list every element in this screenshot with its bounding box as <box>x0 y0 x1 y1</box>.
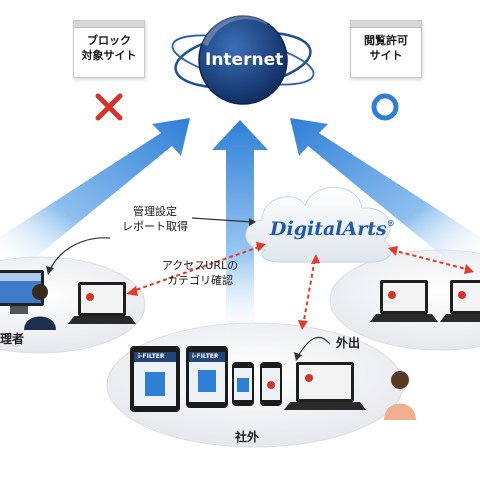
registered-mark: ® <box>386 218 395 228</box>
block-site-line2: 対象サイト <box>81 49 137 62</box>
admin-laptop <box>68 282 136 324</box>
admin-note-line2: レポート取得 <box>122 220 188 233</box>
access-note: アクセスURLの カテゴリ確認 <box>152 258 248 288</box>
allow-site-box: 閲覧許可 サイト <box>350 20 422 78</box>
office-laptop-2 <box>440 280 480 322</box>
tablet-1 <box>130 346 180 412</box>
internet-label[interactable]: Internet <box>205 50 284 70</box>
access-note-line1: アクセスURLの <box>161 259 239 272</box>
digitalarts-logo[interactable]: DigitalArts® <box>270 218 395 240</box>
phone-2 <box>260 362 282 406</box>
device-label-1: i-FILTER <box>138 353 165 360</box>
internet-globe <box>171 13 315 105</box>
allow-site-line2: サイト <box>369 49 403 62</box>
admin-note-line1: 管理設定 <box>133 205 177 218</box>
left-arrow <box>0 118 190 262</box>
remote-label: 外出 <box>336 336 361 350</box>
access-note-line2: カテゴリ確認 <box>167 274 233 287</box>
digitalarts-logo-text: DigitalArts <box>270 218 387 240</box>
annotation-arrows <box>49 217 331 357</box>
phone-1 <box>232 362 254 406</box>
digitalarts-cloud <box>245 186 392 263</box>
office-laptop-1 <box>370 280 438 322</box>
red-arrowheads <box>126 242 474 330</box>
admin-label: 理者 <box>0 332 25 346</box>
right-arrow <box>290 118 480 262</box>
outside-label: 社外 <box>235 430 260 444</box>
remote-person-icon <box>384 371 416 420</box>
device-label-2: i-FILTER <box>192 353 219 360</box>
block-cross-icon <box>95 93 123 121</box>
admin-person-icon <box>24 284 56 330</box>
block-site-line1: ブロック <box>87 34 131 47</box>
annotation-arrowheads <box>46 218 302 361</box>
admin-note: 管理設定 レポート取得 <box>112 204 198 234</box>
center-arrow <box>212 120 268 345</box>
red-dashed-links <box>129 245 471 327</box>
allow-ring-icon <box>371 93 399 121</box>
admin-monitor <box>0 270 44 314</box>
block-site-box: ブロック 対象サイト <box>73 20 145 78</box>
outside-laptop <box>284 362 366 410</box>
allow-site-line1: 閲覧許可 <box>364 34 408 47</box>
tablet-2 <box>186 346 228 408</box>
